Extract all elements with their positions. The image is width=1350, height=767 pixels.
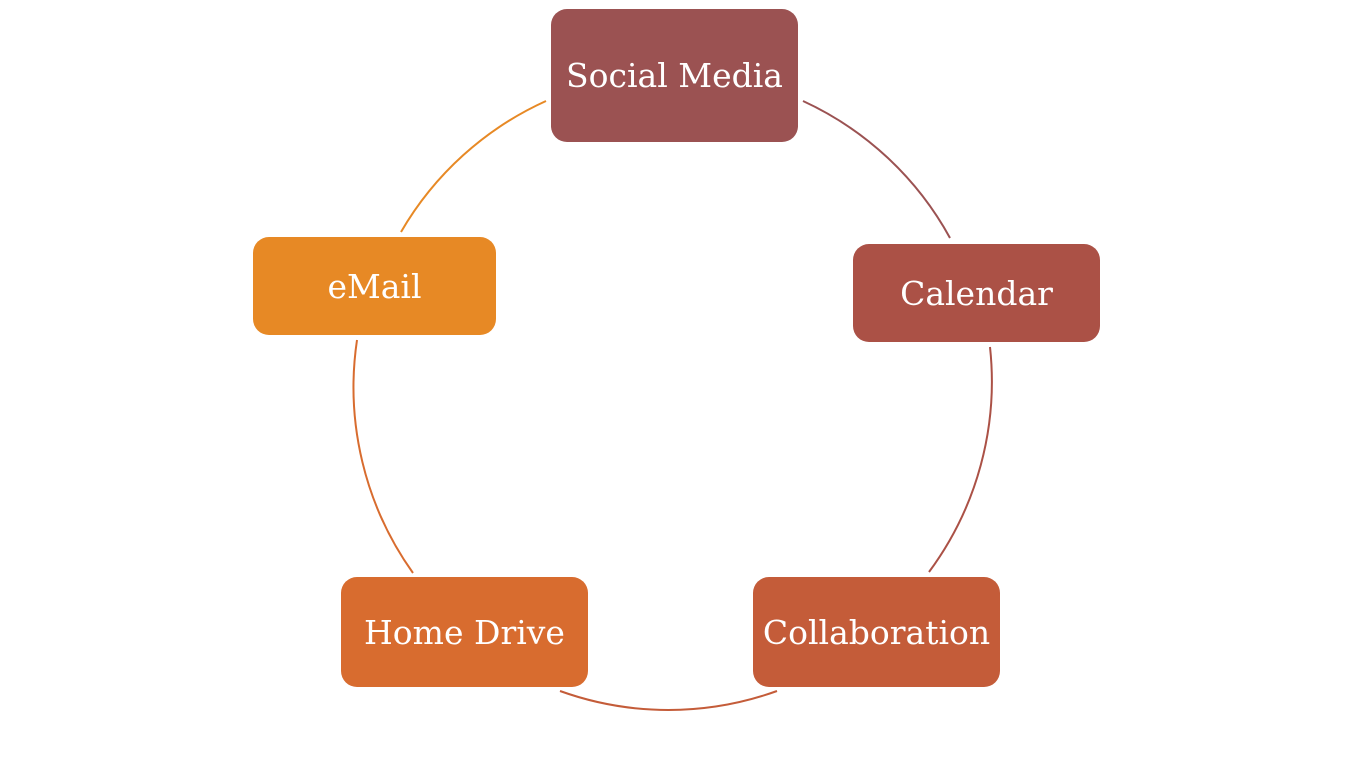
node-collaboration: Collaboration: [753, 577, 1000, 687]
node-calendar: Calendar: [853, 244, 1100, 342]
connector-arc-home-drive-to-email: [352, 339, 414, 574]
node-social-media: Social Media: [551, 9, 798, 142]
connector-arc-collaboration-to-home-drive: [559, 690, 778, 711]
connector-arc-email-to-social-media: [400, 100, 547, 233]
connector-arc-social-media-to-calendar: [802, 100, 951, 239]
connector-arc-calendar-to-collaboration: [928, 346, 993, 573]
node-home-drive: Home Drive: [341, 577, 588, 687]
node-email: eMail: [253, 237, 496, 335]
